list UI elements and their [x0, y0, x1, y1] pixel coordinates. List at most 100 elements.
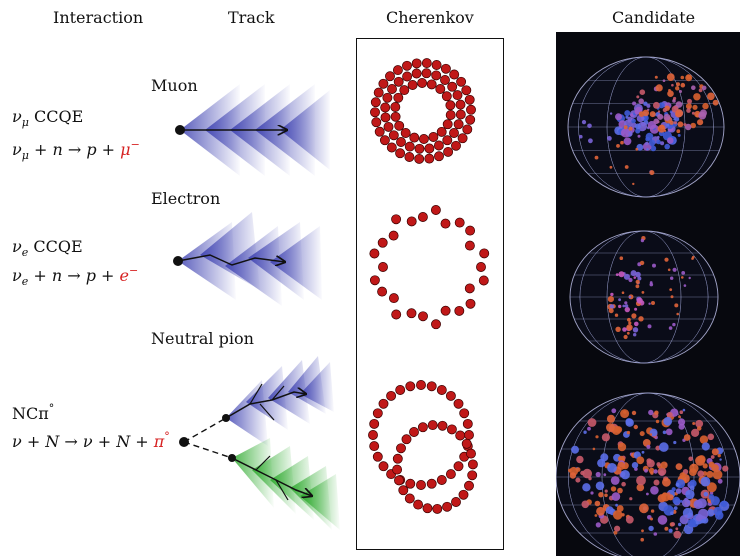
- pmt-hit: [609, 304, 615, 309]
- pmt-hit: [611, 492, 621, 501]
- cherenkov-hit: [445, 100, 456, 111]
- flavor-subscript: e: [21, 246, 29, 259]
- pmt-hit: [632, 101, 637, 106]
- pmt-hit: [641, 450, 645, 454]
- pmt-hit: [678, 522, 682, 527]
- cherenkov-hit: [398, 485, 409, 496]
- pmt-hit: [610, 476, 620, 485]
- pmt-hit: [624, 301, 628, 305]
- pmt-hit: [667, 90, 674, 97]
- photon-branch-upper-c: [259, 403, 275, 421]
- pmt-hit: [624, 110, 631, 117]
- pmt-hit: [710, 496, 720, 506]
- cherenkov-hit: [453, 398, 464, 409]
- cherenkov-hit: [454, 217, 465, 228]
- pmt-hit: [681, 276, 684, 279]
- cherenkov-hit: [394, 475, 404, 486]
- cherenkov-hit: [379, 135, 390, 146]
- cherenkov-hit: [405, 478, 416, 489]
- pmt-hit: [648, 525, 654, 532]
- pmt-hit: [669, 120, 674, 125]
- pmt-hit: [620, 470, 630, 480]
- pmt-hit: [627, 317, 631, 322]
- pmt-hit: [643, 101, 648, 106]
- cherenkov-hit: [409, 132, 420, 143]
- pmt-hit: [609, 112, 613, 115]
- pmt-hit: [618, 298, 621, 302]
- pmt-hit: [615, 503, 618, 507]
- cherenkov-hit: [371, 117, 382, 128]
- pmt-hit: [672, 267, 677, 272]
- cherenkov-hit: [380, 102, 391, 113]
- cherenkov-hit: [437, 420, 448, 431]
- cherenkov-hit: [374, 126, 385, 137]
- pmt-hit: [686, 108, 691, 113]
- pmt-hit: [611, 408, 617, 414]
- pmt-hit: [579, 134, 583, 139]
- cherenkov-hit: [462, 124, 473, 135]
- pmt-hit: [637, 121, 647, 132]
- cherenkov-hit: [399, 85, 410, 96]
- photon-branch-upper-b: [271, 385, 285, 401]
- cherenkov-hit: [404, 141, 415, 152]
- cherenkov-hit: [378, 78, 389, 89]
- cherenkov-hit: [411, 58, 422, 69]
- pmt-hit: [617, 442, 627, 452]
- pmt-hit: [595, 481, 605, 491]
- pmt-hit: [625, 418, 634, 427]
- pmt-hit: [677, 121, 684, 128]
- pmt-hit: [673, 530, 682, 539]
- pmt-hit: [679, 472, 686, 479]
- pmt-hit: [594, 500, 601, 507]
- pmt-hit: [676, 129, 681, 134]
- cherenkov-hit: [413, 499, 424, 510]
- cherenkov-rings: [368, 58, 490, 514]
- pmt-hit: [674, 303, 679, 308]
- cherenkov-hit: [459, 408, 470, 419]
- pmt-hit: [690, 122, 696, 129]
- pmt-hit: [719, 458, 722, 461]
- cherenkov-hit: [451, 140, 461, 151]
- pmt-hit: [632, 327, 639, 333]
- pmt-hit: [583, 430, 587, 434]
- cherenkov-hit: [428, 132, 439, 142]
- pmt-hit: [712, 99, 719, 106]
- reaction-middle: + n → p +: [28, 140, 121, 159]
- pmt-hit: [626, 331, 630, 335]
- cherenkov-hit: [380, 112, 391, 123]
- pmt-hit: [691, 111, 695, 115]
- cherenkov-hit: [435, 84, 446, 94]
- pmt-hit: [648, 302, 651, 305]
- pmt-hit: [606, 423, 615, 432]
- pmt-hit: [604, 489, 608, 493]
- pmt-hit: [628, 126, 633, 131]
- pmt-hit: [677, 133, 681, 137]
- pmt-hit: [671, 83, 674, 87]
- cherenkov-hit: [465, 225, 476, 236]
- cherenkov-hit: [406, 216, 417, 227]
- pmt-hit: [679, 410, 684, 415]
- pmt-hit: [648, 139, 656, 146]
- pmt-hit: [685, 103, 692, 110]
- cherenkov-hit: [388, 293, 399, 304]
- pmt-hit: [684, 514, 688, 518]
- pmt-hit: [657, 135, 660, 139]
- cherenkov-hit: [391, 309, 402, 320]
- pmt-hit: [701, 442, 710, 451]
- photon-shower-upper: [226, 356, 334, 446]
- pmt-hit: [618, 271, 625, 278]
- cherenkov-hit: [395, 148, 406, 159]
- pmt-hit: [662, 477, 671, 487]
- flavor-subscript: e: [21, 275, 29, 288]
- cherenkov-hit: [377, 237, 388, 248]
- pmt-hit: [670, 295, 674, 299]
- pmt-hit: [646, 458, 652, 464]
- reaction-numu: νμ + n → p + μ−: [12, 138, 140, 162]
- cherenkov-hit: [411, 68, 422, 79]
- cherenkov-hit: [402, 60, 412, 71]
- product-muon: μ: [120, 140, 131, 159]
- cherenkov-hit: [446, 424, 457, 435]
- pmt-hit: [697, 455, 706, 464]
- pmt-hit: [655, 84, 663, 92]
- pmt-hit: [568, 468, 572, 473]
